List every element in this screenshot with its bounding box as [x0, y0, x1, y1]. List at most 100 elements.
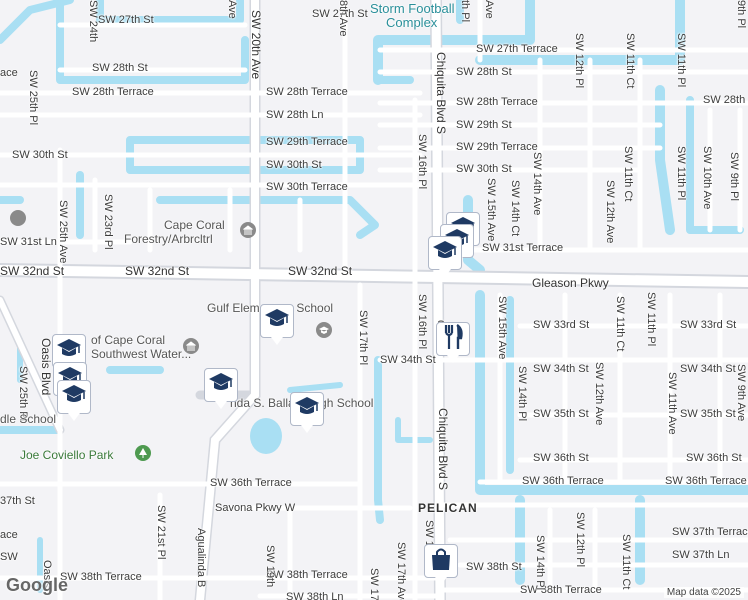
map-marker-school[interactable]: [204, 368, 238, 409]
map-marker-school[interactable]: [260, 304, 294, 345]
marker-pointer: [271, 337, 283, 345]
place-label: Joe Coviello Park: [20, 448, 114, 462]
street-label: SW 14th Pl: [534, 535, 546, 591]
shopping-bag-icon: [430, 547, 452, 576]
map-credit[interactable]: Map data ©2025: [663, 587, 744, 598]
street-label: SW 32nd St: [125, 264, 190, 278]
street-label: SW 36th Terrace: [210, 477, 292, 489]
marker-pointer: [301, 425, 313, 433]
marker-pointer: [215, 401, 227, 409]
park-icon[interactable]: [135, 445, 151, 461]
government-icon[interactable]: [240, 222, 256, 238]
street-label: Ave: [226, 0, 238, 19]
street-label: SW 27th St: [98, 14, 154, 26]
map-marker-school[interactable]: [428, 236, 462, 277]
street-label: SW 34th St: [680, 363, 736, 375]
place-label: Cape Coral: [164, 218, 225, 232]
street-label: SW: [0, 551, 18, 563]
street-label: Ave: [483, 0, 495, 19]
street-label: SW 25th Ave: [57, 200, 69, 264]
street-label: SW 15th Ave: [485, 178, 497, 242]
street-label: SW 30th Terrace: [266, 181, 348, 193]
street-label: SW 12th Pl: [574, 512, 586, 568]
street-label: SW 19th: [264, 545, 276, 588]
street-label: SW 23rd Pl: [102, 194, 114, 250]
street-label: Chiquita Blvd S: [434, 52, 448, 135]
government-icon[interactable]: [183, 338, 199, 354]
street-label: SW 38th Ln: [286, 591, 344, 600]
school-icon: [57, 338, 81, 365]
street-label: SW 28th Terrace: [703, 94, 748, 106]
street-label: SW 33rd St: [533, 319, 590, 331]
street-label: Gleason Pkwy: [532, 276, 609, 290]
school-icon[interactable]: [316, 322, 332, 338]
street-label: SW 17: [368, 568, 380, 600]
street-label: Oasis Blvd: [39, 338, 53, 396]
map-marker-school[interactable]: [57, 380, 91, 421]
place-label: Complex: [386, 15, 438, 30]
street-label: SW 29th Terrace: [266, 136, 348, 148]
street-label: SW 38th Terrace: [60, 571, 142, 583]
school-icon: [62, 384, 86, 411]
map-marker-restaurant[interactable]: [436, 322, 470, 363]
street-label: SW 11th Ct: [620, 534, 632, 590]
street-label: SW 25th Pl: [27, 70, 39, 126]
street-label: SW 29th St: [456, 119, 512, 131]
street-label: SW 11th Ct: [622, 146, 634, 202]
street-label: ace: [0, 67, 18, 79]
street-label: 9th Pl: [735, 0, 747, 29]
street-label: SW 34th St: [380, 354, 436, 366]
street-label: SW 9th Pl: [728, 152, 740, 201]
street-label: SW 37th Terrace: [672, 526, 748, 538]
street-label: SW 31st Terrace: [482, 242, 564, 254]
street-label: SW 9th Ave: [735, 364, 747, 422]
marker-pointer: [447, 355, 459, 363]
place-label: dle School: [0, 412, 57, 426]
street-label: Savona Pkwy W: [215, 502, 296, 514]
street-label: SW 16th Pl: [416, 134, 428, 190]
place-label: Southwest Water...: [91, 347, 192, 361]
street-label: SW 12th Ave: [604, 180, 616, 244]
street-label: SW 28th St: [456, 66, 512, 78]
street-label: 37th St: [0, 495, 35, 507]
street-label: SW 17th Pl: [357, 310, 369, 366]
street-label: SW 36th Terrace: [665, 475, 747, 487]
street-label: ace: [0, 529, 18, 541]
school-icon: [433, 240, 457, 267]
street-label: SW 11th Pl: [675, 33, 687, 88]
street-label: Chiquita Blvd S: [436, 408, 450, 491]
street-label: SW 35th St: [680, 408, 736, 420]
street-label: SW 28th Terrace: [72, 86, 154, 98]
place-label: Forestry/Arbrcltrl: [124, 232, 213, 246]
street-label: SW 24th: [87, 0, 99, 43]
street-label: SW 12th Pl: [573, 33, 585, 89]
street-label: SW 29th Terrace: [456, 141, 538, 153]
marker-pointer: [435, 577, 447, 585]
street-label: SW 11th Ct: [614, 296, 626, 352]
street-label: SW 21st Pl: [155, 505, 167, 560]
map-marker-shopping-bag[interactable]: [424, 544, 458, 585]
street-label: SW 38th Terrace: [520, 584, 602, 596]
street-label: SW 30th St: [12, 149, 68, 161]
poi-icon[interactable]: [10, 210, 26, 226]
street-label: SW 14th Ct: [509, 180, 521, 237]
school-icon: [209, 372, 233, 399]
street-label: SW 30th St: [456, 163, 512, 175]
street-label: SW 32nd St: [288, 264, 353, 278]
street-label: Agualinda B: [195, 528, 207, 588]
map-marker-school[interactable]: [290, 392, 324, 433]
street-label: SW 35th St: [533, 408, 589, 420]
street-label: SW 28th Terrace: [456, 96, 538, 108]
street-label: SW 27th St: [312, 8, 368, 20]
street-label: SW 37th Ln: [672, 549, 730, 561]
street-label: SW 34th St: [533, 363, 589, 375]
street-label: SW 10th Ave: [701, 146, 713, 210]
street-label: SW 14th Ave: [531, 152, 543, 216]
street-label: SW 17th Ave: [395, 542, 407, 600]
street-label: SW 38th St: [466, 561, 522, 573]
street-label: SW 11th Ave: [666, 372, 678, 435]
street-label: SW 32nd St: [0, 264, 65, 278]
street-label: 8th Ave: [337, 0, 349, 37]
